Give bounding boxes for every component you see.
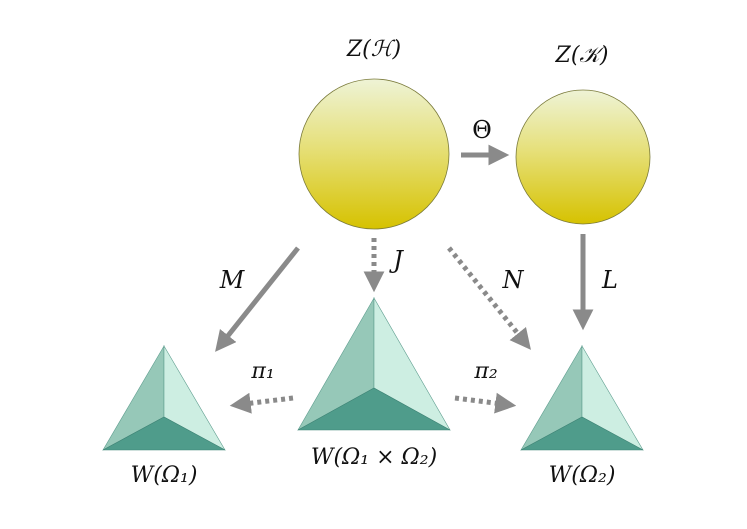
n-label: N (502, 266, 525, 294)
pi2-label: π₂ (473, 359, 497, 384)
z-k-circle (515, 89, 651, 225)
pi1-label: π₁ (250, 359, 274, 384)
pi1-arrow (229, 392, 294, 414)
w-omega2-pyramid (520, 344, 644, 451)
n-arrow (447, 246, 531, 350)
w-omega12-label: W(Ω₁ × Ω₂) (311, 445, 437, 470)
w-omega1-label: W(Ω₁) (131, 463, 198, 488)
l-label: L (601, 266, 618, 294)
m-arrow (215, 246, 300, 352)
z-h-circle (298, 78, 450, 230)
z-k-label: Z(𝒦) (555, 43, 609, 68)
m-label: M (219, 266, 246, 294)
w-omega1-pyramid (102, 344, 226, 451)
pi2-arrow (454, 392, 517, 414)
theta-label: Θ (472, 116, 492, 144)
z-h-label: Z(ℋ) (346, 37, 401, 62)
w-omega2-label: W(Ω₂) (549, 463, 616, 488)
w-omega12-pyramid (297, 296, 451, 431)
j-label: J (388, 246, 404, 274)
